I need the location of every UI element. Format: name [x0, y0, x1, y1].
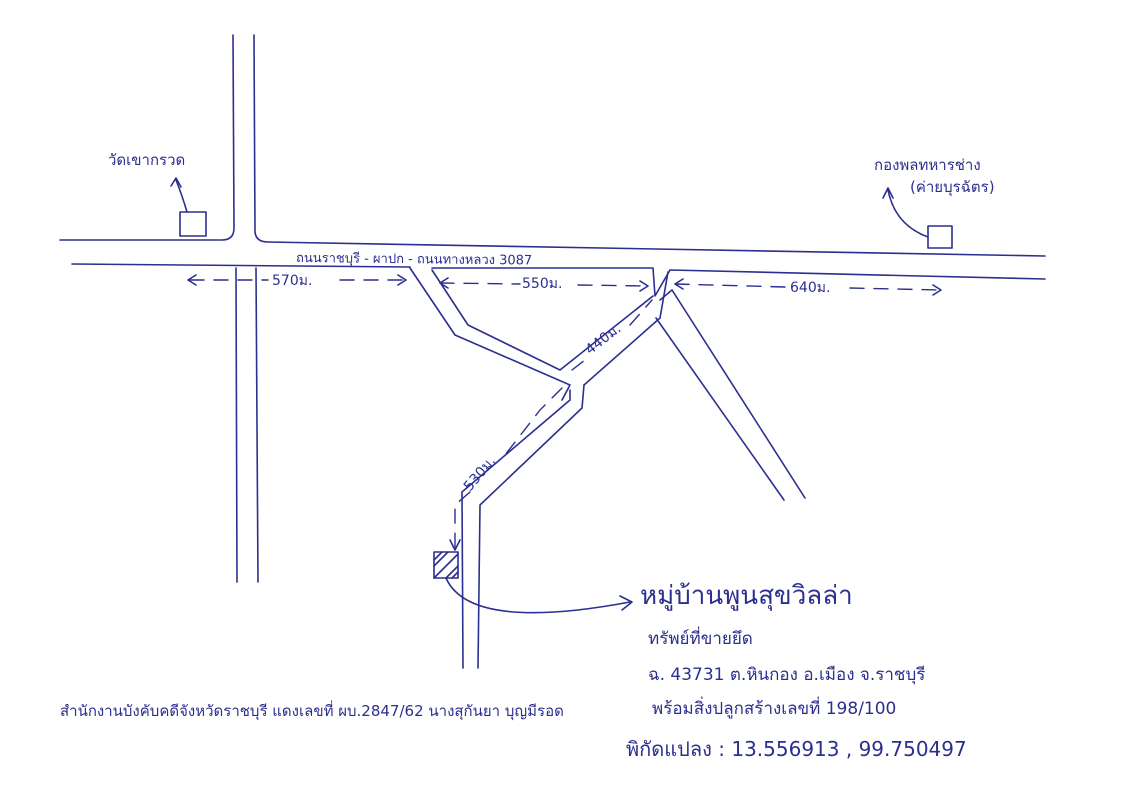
distance-lines [187, 274, 942, 551]
distance-line-530 [454, 387, 563, 549]
camp-arrow [887, 189, 929, 238]
distance-line-440 [571, 299, 653, 371]
arrow-heads [439, 277, 649, 292]
arrow-heads [187, 274, 407, 286]
road-edge [477, 384, 585, 669]
property-arrow [445, 577, 631, 614]
temple-label: วัดเขากรวด [108, 151, 185, 169]
property-marker [433, 551, 459, 579]
branch-roads [409, 267, 806, 669]
vertical-road [59, 34, 1046, 583]
temple-marker [179, 211, 207, 237]
property-coordinates: พิกัดแปลง : 13.556913 , 99.750497 [626, 737, 967, 761]
main-road-lower-edge [431, 267, 1046, 297]
distance-440: 440ม. [583, 321, 625, 358]
arrow-head [619, 595, 633, 611]
road-edge [235, 267, 238, 583]
road-edge [659, 289, 806, 499]
arrow-head [170, 177, 182, 188]
engineer-unit-label: กองพลทหารช่าง [874, 156, 981, 174]
road-name-label: ถนนราชบุรี - ผาปก - ถนนทางหลวง 3087 [296, 250, 532, 268]
property-subtitle: ทรัพย์ที่ขายยึด [648, 626, 753, 649]
road-edge [409, 267, 571, 401]
road-edge [253, 34, 1046, 257]
distance-570: 570ม. [272, 273, 312, 289]
road-edge [655, 317, 785, 501]
distance-530: 530ม. [461, 453, 499, 494]
distance-line-550 [439, 282, 646, 287]
distance-640: 640ม. [790, 280, 830, 296]
road-edge [583, 271, 669, 386]
arrow-head [882, 187, 894, 199]
road-edge [59, 34, 235, 241]
road-edge [461, 389, 571, 669]
property-name: หมู่บ้านพูนสุขวิลล่า [640, 581, 853, 611]
court-note: สำนักงานบังคับคดีจังหวัดราชบุรี แดงเลขที… [60, 700, 564, 721]
temple-arrow [175, 179, 188, 213]
distance-line-640 [674, 283, 941, 291]
road-edge [431, 269, 654, 371]
distance-550: 550ม. [522, 276, 562, 292]
engineer-camp-label: (ค่ายบุรฉัตร) [910, 178, 995, 197]
arrow-heads [674, 278, 942, 296]
property-building: พร้อมสิ่งปลูกสร้างเลขที่ 198/100 [652, 696, 896, 719]
road-edge [255, 267, 259, 583]
engineer-camp-marker [927, 225, 953, 249]
road-edge [71, 263, 411, 268]
property-deed: ฉ. 43731 ต.หินกอง อ.เมือง จ.ราชบุรี [648, 665, 925, 685]
arrow-head [449, 539, 461, 551]
